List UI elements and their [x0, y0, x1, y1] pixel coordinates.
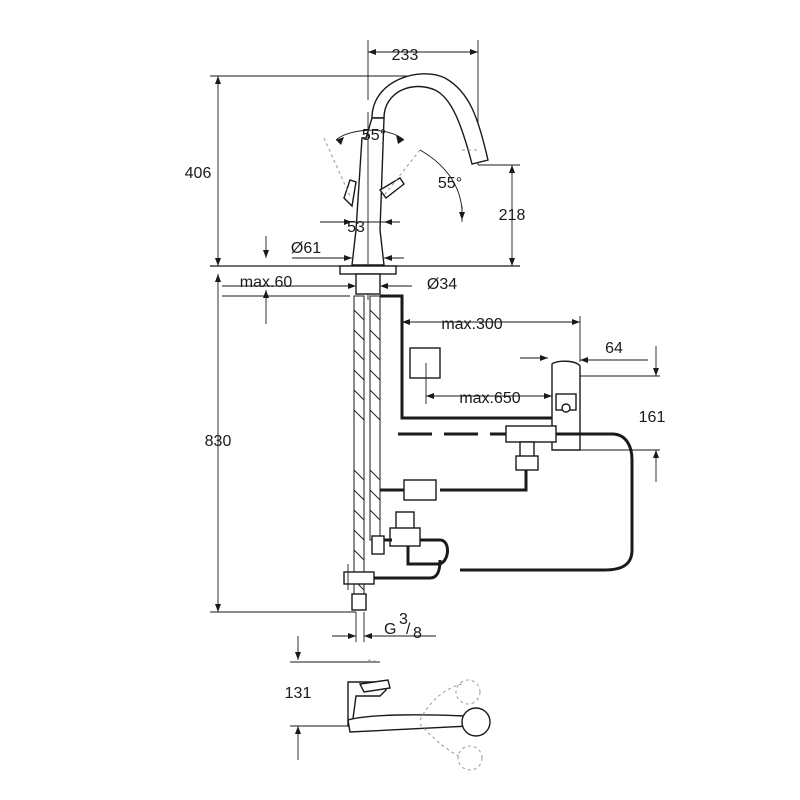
dim-box-height-label: 161: [639, 409, 666, 426]
dim-handle-offset-label: 53: [347, 219, 365, 236]
mixing-valve-assembly: [343, 470, 528, 590]
dimension-reach: 233: [367, 40, 479, 165]
supply-hoses: [351, 295, 381, 642]
dim-below-deck-label: 830: [205, 433, 232, 450]
dim-max-hose-label: max.650: [459, 390, 520, 407]
dim-max-deck-label: max.60: [240, 274, 293, 291]
thread-slash: /: [406, 621, 411, 638]
electronic-box-assembly: max.650 max.300 64 161: [380, 294, 666, 572]
dim-box-width-label: 64: [605, 340, 623, 357]
thread-callout: G 3 / 8: [332, 611, 436, 642]
dim-spout-clearance-label: 218: [499, 207, 526, 224]
thread-den-label: 8: [413, 625, 422, 642]
top-view: 131: [285, 636, 491, 771]
faucet-spout: [371, 73, 520, 166]
faucet-body: 55° 55° 53: [320, 112, 465, 300]
dimension-spout-clearance: 218: [499, 165, 526, 266]
dimension-total-height: 406: [185, 75, 440, 266]
mounting-shank: max.60 Ø34: [222, 265, 457, 297]
dim-max-cable-label: max.300: [441, 316, 502, 333]
dim-angle-right-label: 55°: [438, 175, 462, 192]
dimension-below-deck: 830: [205, 274, 356, 613]
thread-sup-label: 3: [399, 611, 408, 628]
thread-main-label: G: [384, 621, 396, 638]
dim-angle-left-label: 55°: [362, 127, 386, 144]
dim-reach-label: 233: [392, 47, 419, 64]
dim-hole-diameter-label: Ø34: [427, 276, 457, 293]
dim-top-depth-label: 131: [285, 685, 312, 702]
dim-total-height-label: 406: [185, 165, 212, 182]
dim-base-diameter-label: Ø61: [291, 240, 321, 257]
